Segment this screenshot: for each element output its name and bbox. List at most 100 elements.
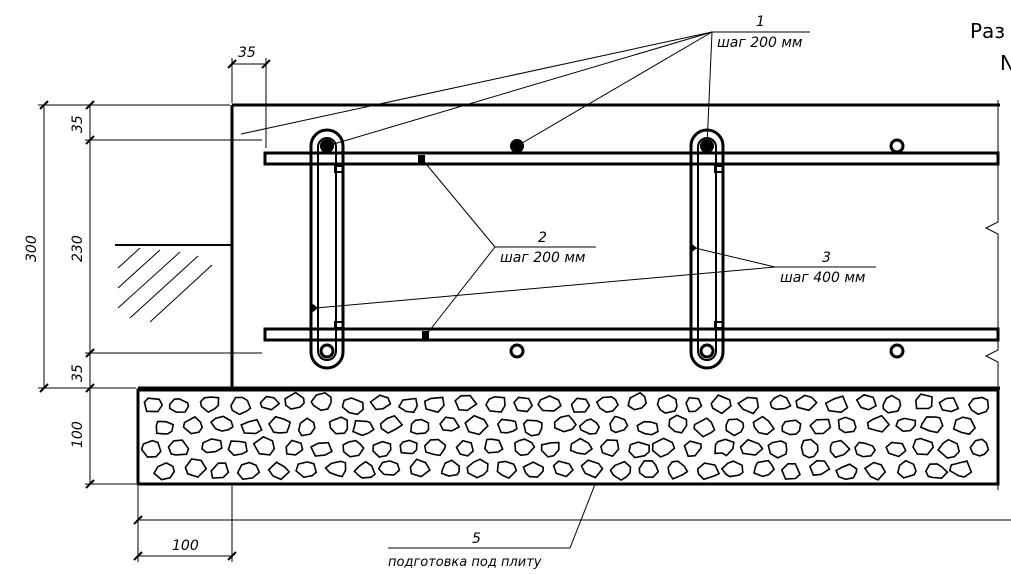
gravel-stone <box>855 393 878 411</box>
gravel-stone <box>399 439 418 455</box>
gravel-stone <box>540 441 560 458</box>
gravel-stone <box>267 461 291 481</box>
gravel-stone <box>168 397 190 414</box>
gravel-stone <box>937 438 961 459</box>
gravel-stone <box>496 418 518 434</box>
gravel-stone <box>800 438 819 459</box>
gravel-stone <box>969 438 990 457</box>
callout-3-number: 3 <box>822 250 831 266</box>
gravel-stone <box>230 396 252 416</box>
gravel-stone <box>866 414 891 433</box>
break-line <box>984 100 999 490</box>
callout-2-text: шаг 200 мм <box>500 250 586 266</box>
gravel-stone <box>409 458 431 478</box>
gravel-stone <box>837 416 857 434</box>
gravel-stone <box>496 460 518 480</box>
gravel-stone <box>297 417 316 437</box>
dim-height-total: 300 <box>24 235 40 262</box>
gravel-stone <box>454 394 478 412</box>
gravel-stone <box>513 396 534 413</box>
dimension-lines <box>38 58 1011 562</box>
gravel-stone <box>578 418 601 435</box>
gravel-stone <box>696 462 721 481</box>
gravel-stone <box>895 417 917 433</box>
callout-5-number: 5 <box>472 531 481 547</box>
gravel-stone <box>439 416 461 432</box>
gravel-stone <box>182 415 204 435</box>
gravel-stone <box>369 394 392 411</box>
gravel-stone <box>455 439 475 457</box>
gravel-stone <box>967 396 990 416</box>
gravel-stone <box>143 397 164 413</box>
gravel-stone <box>236 461 261 481</box>
dim-top-offset: 35 <box>70 115 86 133</box>
bar-sections <box>319 138 905 359</box>
gravel-stone <box>628 441 650 459</box>
gravel-stone <box>155 420 175 435</box>
gravel-stone <box>268 415 292 434</box>
dim-top-cover: 35 <box>238 45 256 61</box>
gravel-stone <box>184 458 208 479</box>
gravel-stone <box>609 415 629 434</box>
gravel-stone <box>651 437 676 458</box>
gravel-stone <box>570 397 591 413</box>
gravel-stone <box>885 441 907 458</box>
gravel-stone <box>152 462 176 481</box>
gravel-stone <box>522 461 545 478</box>
gravel-stone <box>720 460 744 478</box>
gravel-stone <box>683 440 702 458</box>
gravel-stone <box>736 396 760 415</box>
gravel-stone <box>285 439 304 456</box>
gravel-stone <box>310 392 332 412</box>
gravel-stone <box>284 391 305 410</box>
gravel-stone <box>753 459 775 478</box>
gravel-stone <box>948 460 973 478</box>
gravel-stone <box>201 438 223 454</box>
gravel-stone <box>882 394 902 414</box>
gravel-stone <box>423 438 447 457</box>
gravel-stone <box>636 420 659 436</box>
gravel-stone <box>938 396 960 413</box>
gravel-stone <box>808 459 831 477</box>
gravel-stone <box>210 462 230 479</box>
gravel-stone <box>309 441 333 457</box>
gravel-stone <box>781 419 802 436</box>
callout-3-text: шаг 400 мм <box>780 270 866 286</box>
gravel-stone <box>710 394 732 415</box>
gravel-stone <box>627 391 648 411</box>
gravel-stone <box>569 437 594 455</box>
gravel-stone <box>693 417 716 438</box>
gravel-stone <box>372 440 392 458</box>
gravel-stone <box>199 396 220 414</box>
longitudinal-bars <box>263 151 1000 342</box>
callout-5-text: подготовка под плиту <box>388 555 542 570</box>
gravel-stone <box>752 415 776 436</box>
gravel-stone <box>409 418 430 435</box>
gravel-stone <box>896 459 917 479</box>
gravel-stone <box>824 395 849 414</box>
gravel-stone <box>912 437 934 456</box>
gravel-stone <box>342 439 365 458</box>
dim-height-core: 230 <box>70 235 86 262</box>
gravel-stone <box>295 461 318 479</box>
gravel-stone <box>537 395 562 412</box>
callout-2-number: 2 <box>538 230 547 246</box>
gravel-stone <box>609 460 632 482</box>
gravel-stone <box>140 439 162 458</box>
gravel-stone <box>259 395 281 411</box>
prep-layer <box>136 388 1000 486</box>
ground-hatch <box>115 244 232 323</box>
gravel-stone <box>952 416 977 436</box>
gravel-stone <box>725 418 745 437</box>
gravel-stone <box>835 463 858 481</box>
gravel-stone <box>767 440 788 459</box>
gravel-stone <box>600 439 620 458</box>
callout-1-number: 1 <box>756 14 765 30</box>
stirrup-left <box>309 128 345 370</box>
gravel-stone <box>352 419 375 437</box>
gravel-stone <box>514 438 536 457</box>
gravel-stone <box>854 441 877 458</box>
gravel-stone <box>553 414 577 433</box>
gravel-stone <box>656 394 678 414</box>
gravel-stone <box>483 438 504 454</box>
